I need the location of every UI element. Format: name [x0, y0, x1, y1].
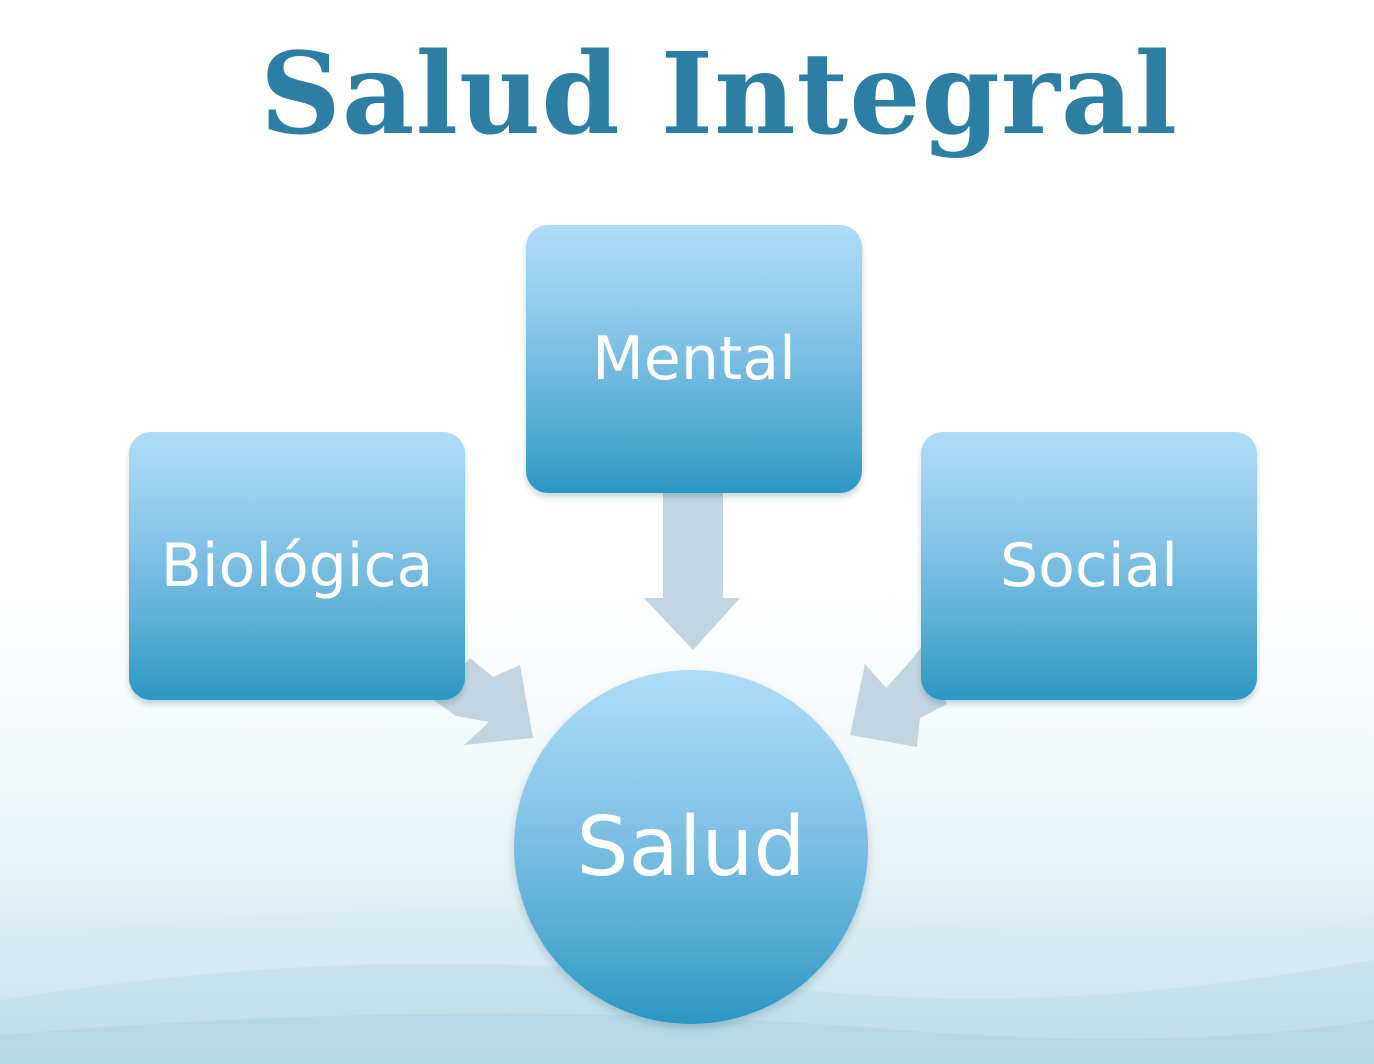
node-social-label: Social [1000, 531, 1178, 601]
node-salud-label: Salud [576, 799, 806, 895]
slide-title: Salud Integral [260, 29, 1178, 160]
node-social: Social [921, 432, 1257, 700]
node-biologica-label: Biológica [160, 531, 434, 601]
node-mental-label: Mental [592, 324, 796, 394]
node-biologica: Biológica [129, 432, 465, 700]
arrow-down-icon [644, 493, 740, 650]
node-mental: Mental [526, 225, 862, 493]
node-salud-center: Salud [514, 670, 868, 1024]
